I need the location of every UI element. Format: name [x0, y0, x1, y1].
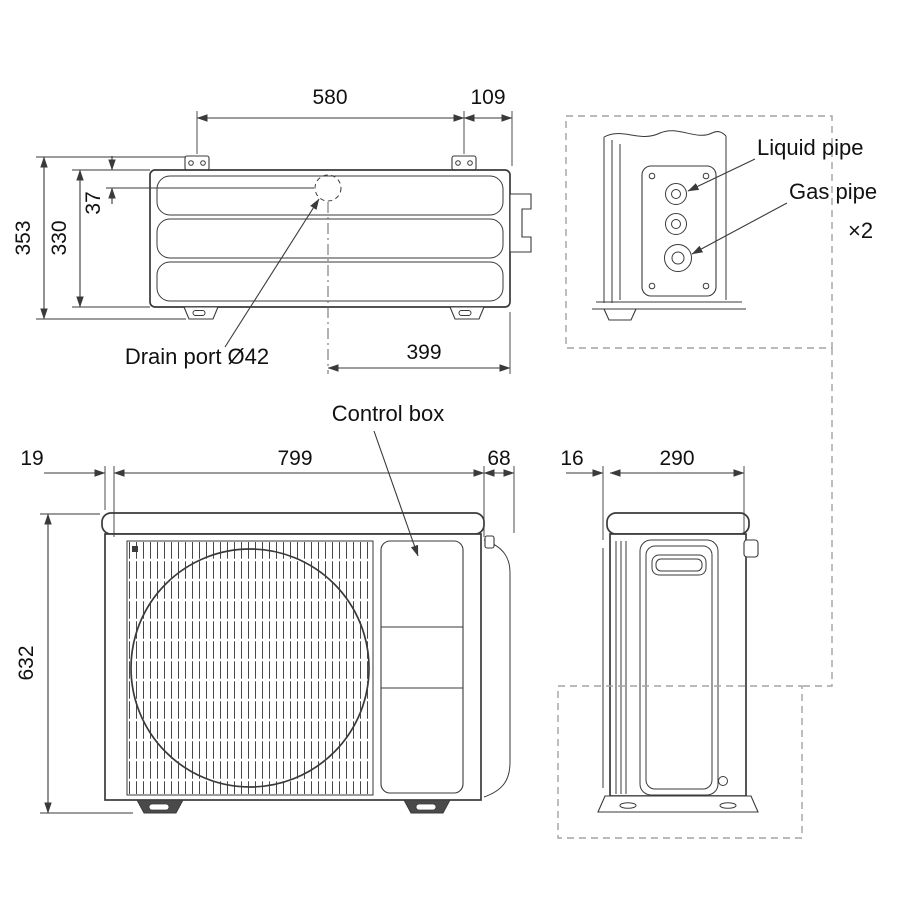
side-view-dimensions: 16 290	[560, 447, 745, 540]
detail-connector-dashed-line	[802, 348, 833, 687]
dim-580-label: 580	[312, 86, 347, 109]
detail-dashed-box	[565, 115, 833, 349]
top-cover-slats	[156, 175, 504, 302]
quantity-x2-label: ×2	[848, 218, 873, 243]
fan-grille-lines	[128, 542, 372, 794]
dim-109-label: 109	[470, 86, 505, 109]
dim-68-label: 68	[487, 447, 510, 470]
fan-grille-area	[126, 540, 374, 796]
dim-399-label: 399	[406, 341, 441, 364]
drain-port-leader-arrow	[224, 198, 320, 348]
unit-top-body	[149, 169, 511, 308]
liquid-pipe-valve	[665, 183, 687, 205]
top-view-dimensions: 580 109 353 330 37 399 Drain port Ø42	[12, 86, 513, 374]
flange-tab	[484, 535, 495, 549]
handle-tab	[743, 539, 759, 558]
valve-plate	[641, 165, 717, 297]
drain-plug	[718, 776, 728, 786]
detail-foot	[603, 308, 637, 321]
dim-353-label: 353	[12, 220, 35, 255]
service-valve-middle	[665, 213, 687, 235]
control-box-leader-arrow	[373, 430, 419, 557]
top-view	[149, 155, 532, 374]
mounting-bracket-left	[184, 155, 210, 171]
pipe-detail-view: Liquid pipe Gas pipe ×2	[592, 130, 877, 321]
liquid-pipe-label: Liquid pipe	[757, 135, 863, 160]
drain-port-label: Drain port Ø42	[125, 344, 269, 369]
unit-top-cap	[606, 512, 750, 535]
dim-16-label: 16	[560, 447, 583, 470]
foot-left	[183, 306, 219, 320]
dim-330-label: 330	[48, 220, 71, 255]
handle-recess	[651, 554, 707, 576]
dim-799-label: 799	[277, 447, 312, 470]
liquid-pipe-leader-arrow	[687, 158, 756, 192]
foot-right	[403, 799, 451, 814]
side-flange	[483, 539, 511, 798]
fan-circle	[130, 548, 370, 788]
control-box-label: Control box	[332, 401, 445, 426]
pipe-detail-callout	[565, 115, 833, 687]
side-panel	[639, 539, 719, 796]
torn-edge-top	[603, 130, 727, 138]
drain-port-circle	[314, 174, 342, 202]
base-plate	[597, 795, 759, 813]
front-view-dimensions: Control box 19 799 68 632	[15, 401, 515, 814]
dim-19-label: 19	[20, 447, 43, 470]
side-bracket-right	[509, 193, 532, 253]
unit-top-cap	[101, 512, 485, 535]
unit-side-body	[609, 533, 747, 797]
foot-left	[136, 799, 184, 814]
control-box	[380, 540, 464, 794]
grille-corner-mark	[132, 546, 138, 552]
gas-pipe-leader-arrow	[691, 202, 788, 255]
side-view	[597, 512, 759, 813]
gas-pipe-label: Gas pipe	[789, 179, 877, 204]
front-view	[101, 512, 511, 814]
dim-632-label: 632	[15, 645, 38, 680]
foot-right	[449, 306, 485, 320]
dim-290-label: 290	[659, 447, 694, 470]
pipe-region-dashed-box	[557, 685, 803, 839]
mounting-bracket-right	[451, 155, 477, 171]
dim-37-label: 37	[82, 191, 105, 214]
gas-pipe-valve	[664, 244, 692, 272]
